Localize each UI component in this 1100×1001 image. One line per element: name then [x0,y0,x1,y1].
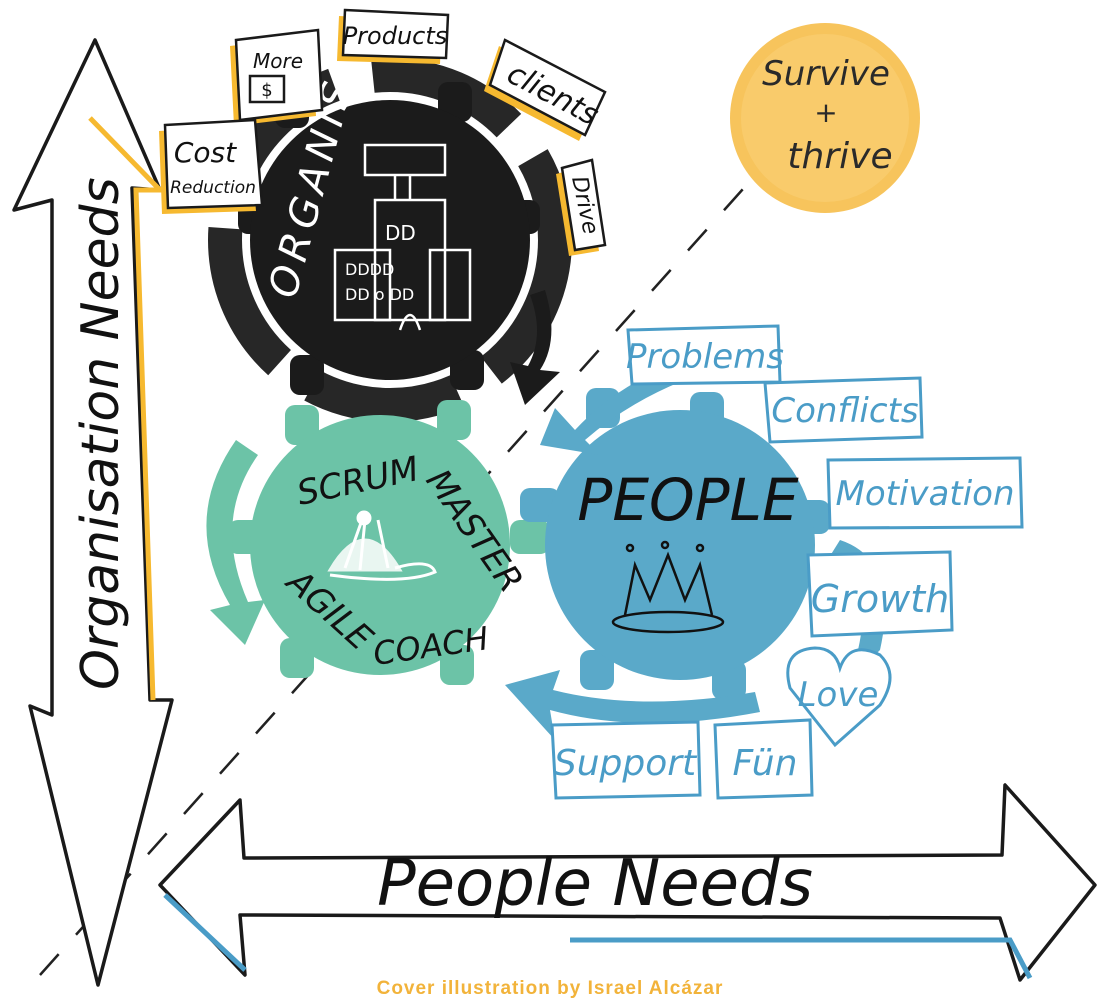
conflicts-label: Conflicts [771,391,918,431]
cost-reduction-tag: Cost Reduction [159,118,264,214]
more-money-tag: More $ [230,28,324,126]
conflicts-tag: Conflicts [763,376,924,444]
love-heart: Love [786,646,892,748]
svg-text:DD: DD [385,221,416,245]
people-lower-arrow [505,670,760,740]
problems-tag: Problems [626,324,784,386]
growth-tag: Growth [806,550,954,638]
thrive-label: thrive [787,136,892,177]
building-icon: DD DDDD DD o DD [333,143,472,331]
products-label: Products [343,22,448,50]
products-tag: Products [337,8,450,64]
support-label: Support [554,743,698,784]
more-label: More [253,49,303,73]
plus-label: + [814,96,837,129]
support-tag: Support [550,720,702,800]
people-title: PEOPLE [577,466,799,534]
people-labels: PEOPLE [577,466,799,634]
svg-text:DDDD: DDDD [345,260,394,279]
crown-icon [611,540,725,634]
organisation-needs-axis: Organisation Needs [12,38,174,987]
org-down-arrow [510,290,560,405]
growth-label: Growth [811,577,949,621]
cost-label: Cost [174,136,237,169]
love-label: Love [798,675,879,715]
people-needs-label: People Needs [377,847,813,921]
motivation-label: Motivation [836,474,1015,514]
survive-label: Survive [762,54,890,94]
survive-thrive-circle: Survive + thrive [730,23,920,213]
people-needs-axis: People Needs [158,783,1097,982]
organisation-gear: ORGANISATION DD DDDD DD o DD [208,0,572,422]
reduction-label: Reduction [170,178,256,198]
fun-tag: Fün [713,718,814,800]
motivation-tag: Motivation [826,456,1024,530]
fun-label: Fün [733,743,798,784]
organisation-needs-label: Organisation Needs [71,177,131,690]
svg-text:DD o DD: DD o DD [345,285,414,304]
organisation-tags: More $ Products clients Cost Reduction D… [159,8,607,256]
hat-icon [327,510,437,581]
problems-label: Problems [626,337,784,377]
dollar-label: $ [261,80,272,101]
people-tags: Problems Conflicts Motivation Growth Lov… [550,324,1024,800]
drive-tag: Drive [556,158,607,256]
coach-left-arrow [206,440,265,645]
illustration-credit: Cover illustration by Israel Alcázar [376,978,724,999]
